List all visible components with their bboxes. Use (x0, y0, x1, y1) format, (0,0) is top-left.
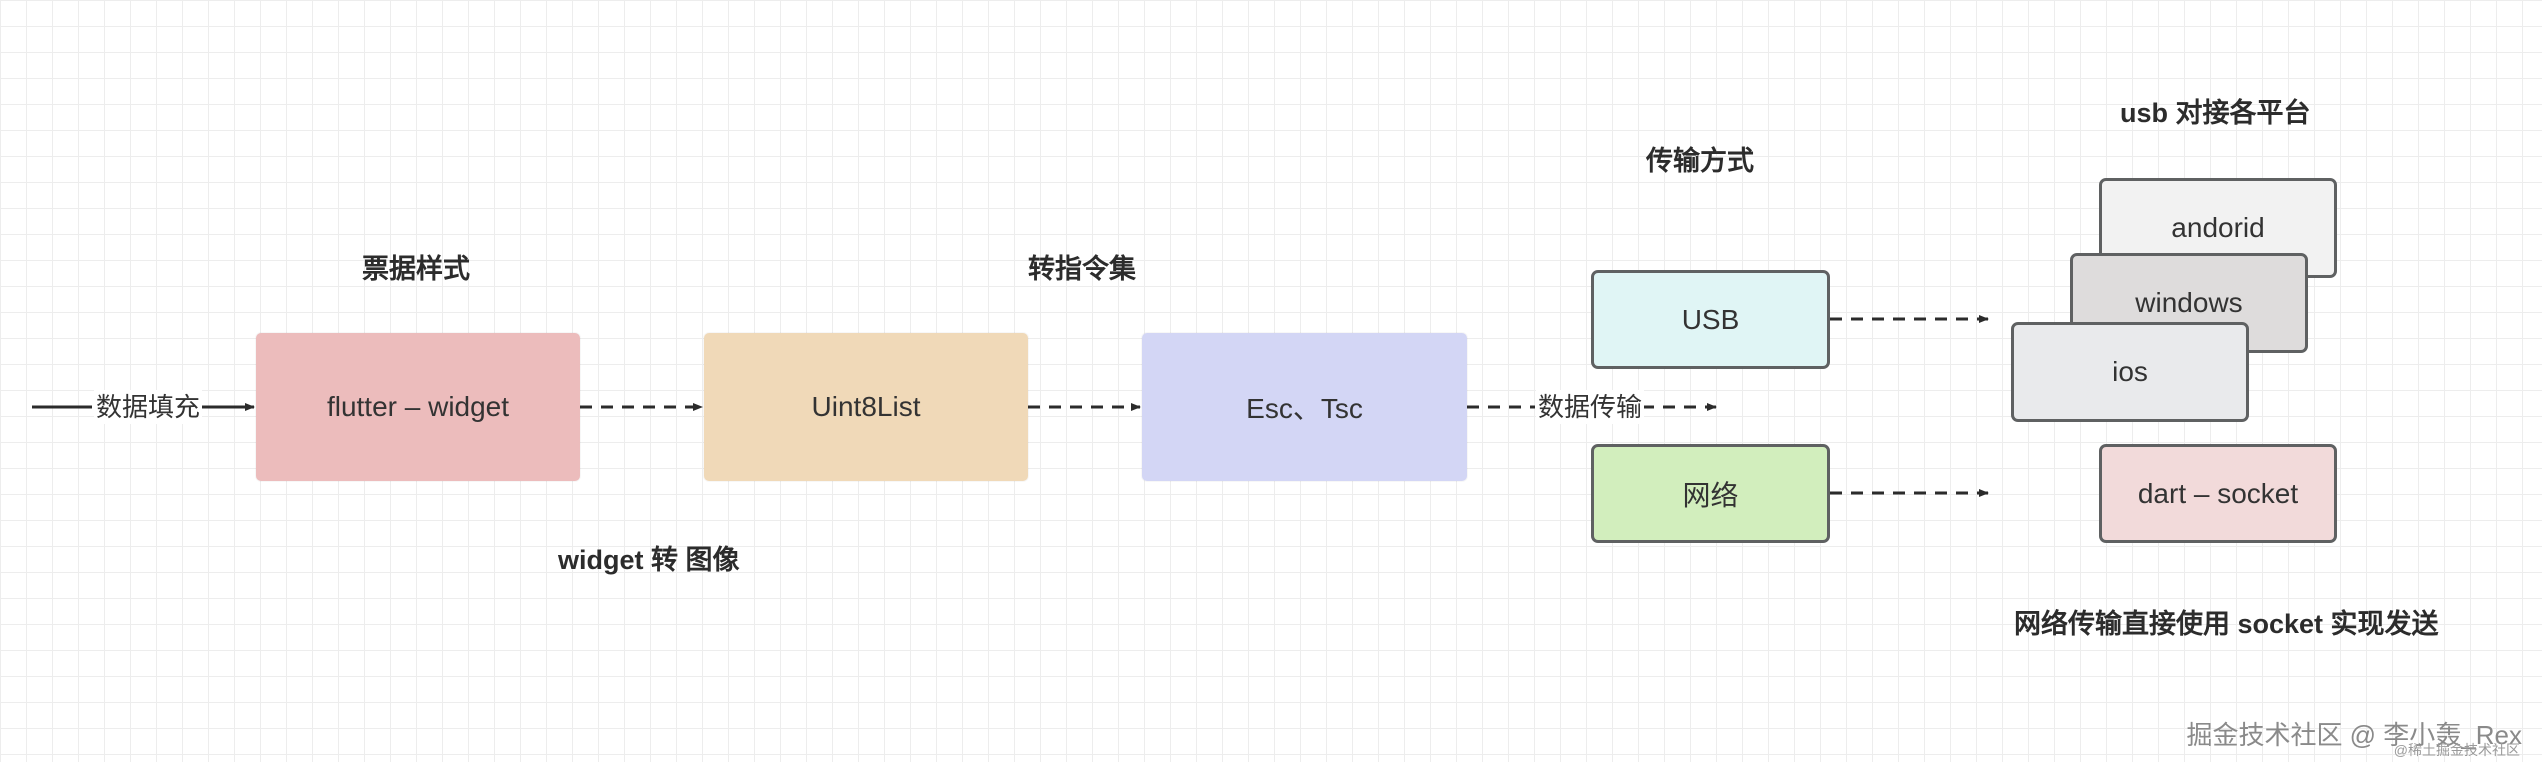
edge-label-data-fill: 数据填充 (94, 390, 203, 424)
node-flutter-widget: flutter – widget (256, 333, 580, 481)
node-usb-label: USB (1681, 303, 1740, 335)
node-dart-socket-label: dart – socket (2137, 477, 2299, 509)
label-socket-note: 网络传输直接使用 socket 实现发送 (2014, 609, 2439, 639)
node-usb: USB (1591, 270, 1830, 369)
label-to-command-set: 转指令集 (1028, 254, 1136, 284)
label-usb-platforms: usb 对接各平台 (2120, 98, 2311, 128)
node-network: 网络 (1591, 444, 1830, 543)
node-uint8list-label: Uint8List (811, 391, 921, 422)
node-windows-label: windows (2135, 287, 2243, 318)
label-transport-method: 传输方式 (1646, 146, 1754, 176)
node-network-label: 网络 (1682, 479, 1739, 511)
label-ticket-style: 票据样式 (362, 254, 470, 284)
node-esc-tsc: Esc、Tsc (1142, 333, 1467, 481)
node-android-label: andorid (2171, 212, 2265, 243)
watermark-sub: @稀土掘金技术社区 (2393, 742, 2520, 758)
edge-label-data-transfer: 数据传输 (1536, 390, 1645, 424)
node-esc-tsc-label: Esc、Tsc (1246, 393, 1363, 424)
node-dart-socket: dart – socket (2099, 444, 2337, 543)
watermark-main: 掘金技术社区 @ 李小轰_Rex (2186, 720, 2522, 750)
node-flutter-widget-label: flutter – widget (326, 391, 510, 422)
watermark: 掘金技术社区 @ 李小轰_Rex (2186, 715, 2522, 752)
label-widget-to-image: widget 转 图像 (558, 545, 740, 575)
node-uint8list: Uint8List (704, 333, 1028, 481)
node-ios: ios (2011, 322, 2249, 422)
node-ios-label: ios (2112, 356, 2148, 387)
